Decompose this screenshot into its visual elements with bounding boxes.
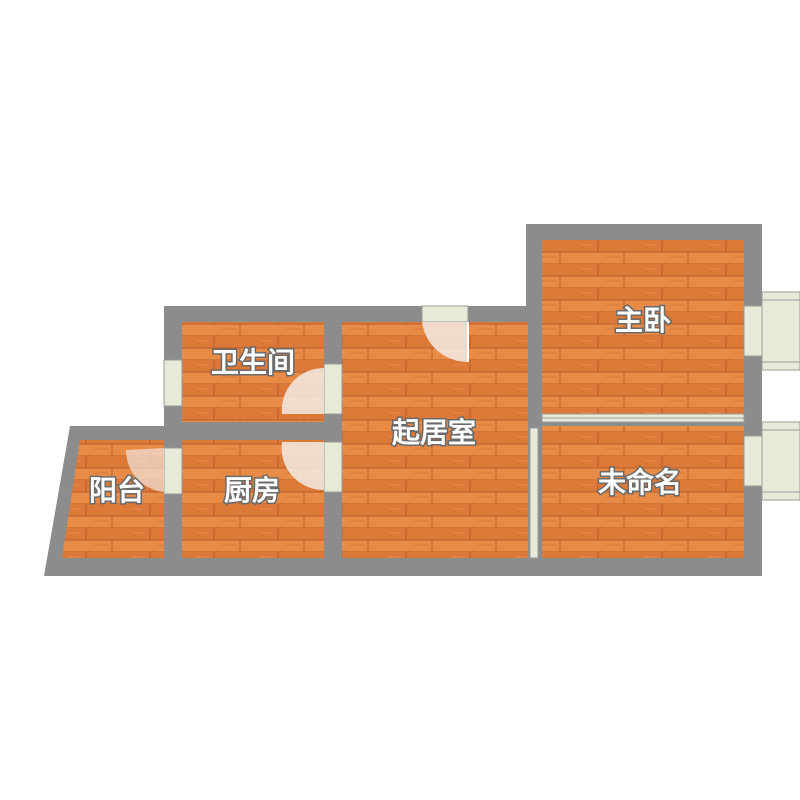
room-label-unnamed: 未命名 [598,466,682,499]
right-windows [743,291,800,501]
master-bedroom-floor [542,240,744,416]
bathroom-window [163,359,183,407]
room-label-master-bedroom: 主卧 [615,304,671,337]
unnamed-room-floor [542,426,744,558]
room-label-kitchen: 厨房 [224,474,280,507]
partition-living [529,427,539,559]
bathroom-door [281,363,343,415]
room-label-balcony: 阳台 [89,474,145,507]
living-room-floor [342,322,528,558]
room-label-bathroom: 卫生间 [211,346,295,379]
kitchen-door [281,441,343,493]
floors [62,240,744,558]
living-room-door [421,305,469,363]
balcony-door [125,447,183,495]
room-label-living-room: 起居室 [392,416,476,449]
